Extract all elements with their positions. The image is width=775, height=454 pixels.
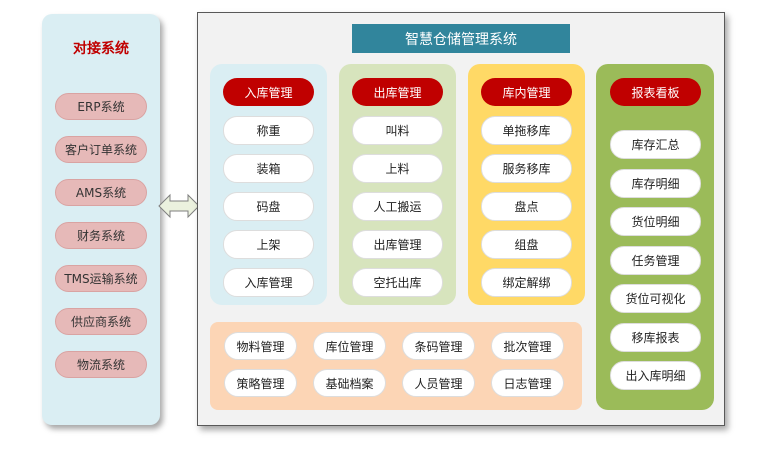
system-title: 智慧仓储管理系统: [352, 24, 570, 53]
connected-system-item[interactable]: 供应商系统: [55, 308, 147, 335]
module-item[interactable]: 上架: [223, 230, 314, 259]
module-item[interactable]: 盘点: [481, 192, 572, 221]
basic-management-item[interactable]: 日志管理: [491, 369, 564, 397]
module-item[interactable]: 空托出库: [352, 268, 443, 297]
connected-system-item[interactable]: 财务系统: [55, 222, 147, 249]
module-item[interactable]: 码盘: [223, 192, 314, 221]
module-item[interactable]: 上料: [352, 154, 443, 183]
module-header[interactable]: 出库管理: [352, 78, 443, 106]
connected-system-item[interactable]: AMS系统: [55, 179, 147, 206]
module-item[interactable]: 出库管理: [352, 230, 443, 259]
report-header[interactable]: 报表看板: [610, 78, 701, 106]
module-header[interactable]: 入库管理: [223, 78, 314, 106]
report-item[interactable]: 移库报表: [610, 322, 701, 352]
report-item[interactable]: 出入库明细: [610, 361, 701, 390]
basic-management-item[interactable]: 条码管理: [402, 332, 475, 360]
connected-system-item[interactable]: ERP系统: [55, 93, 147, 120]
module-item[interactable]: 人工搬运: [352, 192, 443, 221]
module-item[interactable]: 称重: [223, 116, 314, 145]
module-item[interactable]: 叫料: [352, 116, 443, 145]
basic-management-item[interactable]: 库位管理: [313, 332, 386, 360]
bidirectional-arrow-icon: [158, 193, 200, 219]
report-item[interactable]: 库存汇总: [610, 130, 701, 159]
basic-management-item[interactable]: 物料管理: [224, 332, 297, 360]
connected-system-item[interactable]: TMS运输系统: [55, 265, 147, 292]
connected-system-item[interactable]: 客户订单系统: [55, 136, 147, 163]
module-item[interactable]: 装箱: [223, 154, 314, 183]
basic-management-item[interactable]: 策略管理: [224, 369, 297, 397]
report-item[interactable]: 任务管理: [610, 245, 701, 275]
module-item[interactable]: 服务移库: [481, 154, 572, 183]
basic-management-item[interactable]: 人员管理: [402, 369, 475, 397]
report-item[interactable]: 货位可视化: [610, 284, 701, 313]
module-item[interactable]: 组盘: [481, 230, 572, 259]
report-item[interactable]: 货位明细: [610, 207, 701, 236]
basic-management-item[interactable]: 批次管理: [491, 332, 564, 360]
report-panel: [596, 64, 714, 410]
module-item[interactable]: 入库管理: [223, 268, 314, 297]
connected-systems-title: 对接系统: [73, 41, 129, 57]
module-header[interactable]: 库内管理: [481, 78, 572, 106]
connected-system-item[interactable]: 物流系统: [55, 351, 147, 378]
module-item[interactable]: 单拖移库: [481, 116, 572, 145]
basic-management-item[interactable]: 基础档案: [313, 369, 386, 397]
module-item[interactable]: 绑定解绑: [481, 268, 572, 297]
report-item[interactable]: 库存明细: [610, 168, 701, 198]
